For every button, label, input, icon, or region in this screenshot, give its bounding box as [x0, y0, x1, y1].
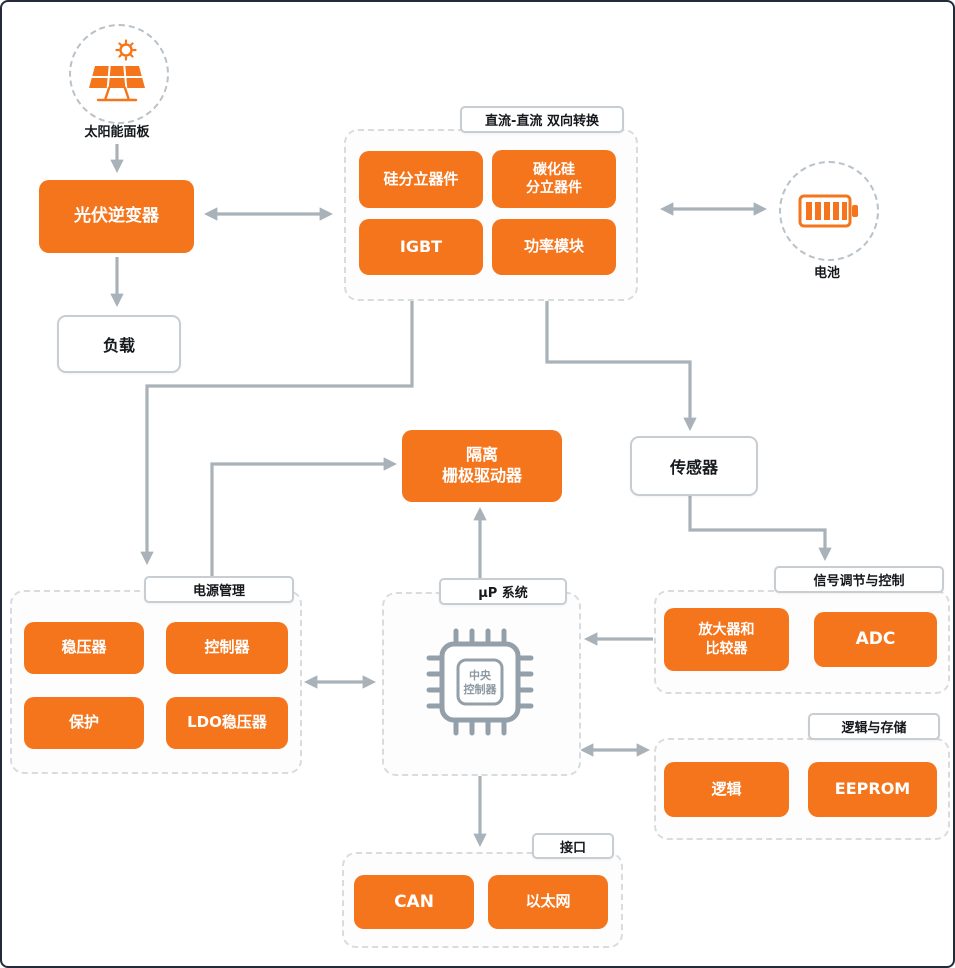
sic-discrete-label-line1: 碳化硅 — [533, 161, 575, 178]
igbt-label: IGBT — [399, 236, 443, 256]
solar-panel-icon — [89, 39, 145, 102]
ethernet-label: 以太网 — [525, 892, 571, 911]
regulator-node: 稳压器 — [24, 622, 144, 674]
arrow-dcdc-to-sensor — [545, 297, 697, 432]
mcu-chip-icon: 中央 控制器 — [426, 628, 534, 736]
battery-icon — [798, 194, 858, 228]
can-label: CAN — [394, 891, 434, 912]
igbt-node: IGBT — [359, 219, 483, 275]
regulator-label: 稳压器 — [61, 638, 107, 657]
load-node: 负载 — [57, 315, 181, 373]
solar-panel-circle — [69, 24, 169, 124]
adc-node: ADC — [814, 612, 937, 667]
arrow-dcdc-to-power-mgmt — [140, 297, 414, 566]
dcdc-group-title: 直流-直流 双向转换 — [460, 106, 624, 133]
eeprom-label: EEPROM — [834, 779, 911, 799]
si-discrete-label: 硅分立器件 — [383, 169, 459, 188]
protection-label: 保护 — [68, 713, 99, 732]
power-module-label: 功率模块 — [523, 237, 584, 256]
ethernet-node: 以太网 — [488, 875, 608, 929]
sic-discrete-label-line2: 分立器件 — [526, 180, 582, 196]
gate-driver-node: 隔离 栅极驱动器 — [402, 430, 562, 502]
amplifier-comparator-node: 放大器和 比较器 — [664, 608, 789, 671]
si-discrete-node: 硅分立器件 — [359, 151, 483, 208]
amplifier-comparator-label-line1: 放大器和 — [698, 622, 755, 639]
power-module-node: 功率模块 — [492, 219, 616, 275]
sensor-node: 传感器 — [630, 436, 758, 496]
adc-label: ADC — [855, 629, 896, 650]
arrow-sensor-to-signal — [688, 492, 832, 562]
load-label: 负载 — [102, 336, 135, 355]
solar-panel-caption: 太阳能面板 — [84, 125, 150, 140]
gate-driver-label-line2: 栅极驱动器 — [441, 466, 522, 485]
sic-discrete-node: 碳化硅 分立器件 — [492, 150, 616, 208]
controller-node: 控制器 — [166, 622, 288, 674]
mcu-chip-label-line1: 中央 — [469, 668, 492, 682]
logic-node: 逻辑 — [664, 762, 789, 817]
signal-group-title: 信号调节与控制 — [774, 566, 944, 593]
interface-group-title: 接口 — [532, 833, 614, 859]
power-mgmt-group-title: 电源管理 — [144, 576, 294, 603]
eeprom-node: EEPROM — [808, 762, 937, 817]
logic-label: 逻辑 — [711, 779, 742, 798]
arrow-power-mgmt-to-gate-driver — [210, 457, 398, 576]
gate-driver-label-line1: 隔离 — [465, 445, 498, 465]
pv-inverter-label: 光伏逆变器 — [74, 206, 159, 227]
battery-circle — [779, 161, 879, 261]
mcu-group-title: μP 系统 — [439, 578, 567, 605]
ldo-regulator-label: LDO稳压器 — [187, 713, 267, 732]
controller-label: 控制器 — [204, 638, 250, 657]
sensor-label: 传感器 — [669, 458, 718, 477]
can-node: CAN — [354, 875, 474, 929]
mcu-chip-label-line2: 控制器 — [464, 682, 498, 696]
amplifier-comparator-label-line2: 比较器 — [705, 640, 748, 657]
ldo-regulator-node: LDO稳压器 — [166, 697, 288, 749]
logic-group-title: 逻辑与存储 — [808, 713, 940, 740]
protection-node: 保护 — [24, 697, 144, 749]
battery-caption: 电池 — [813, 266, 840, 281]
pv-inverter-node: 光伏逆变器 — [39, 180, 194, 253]
